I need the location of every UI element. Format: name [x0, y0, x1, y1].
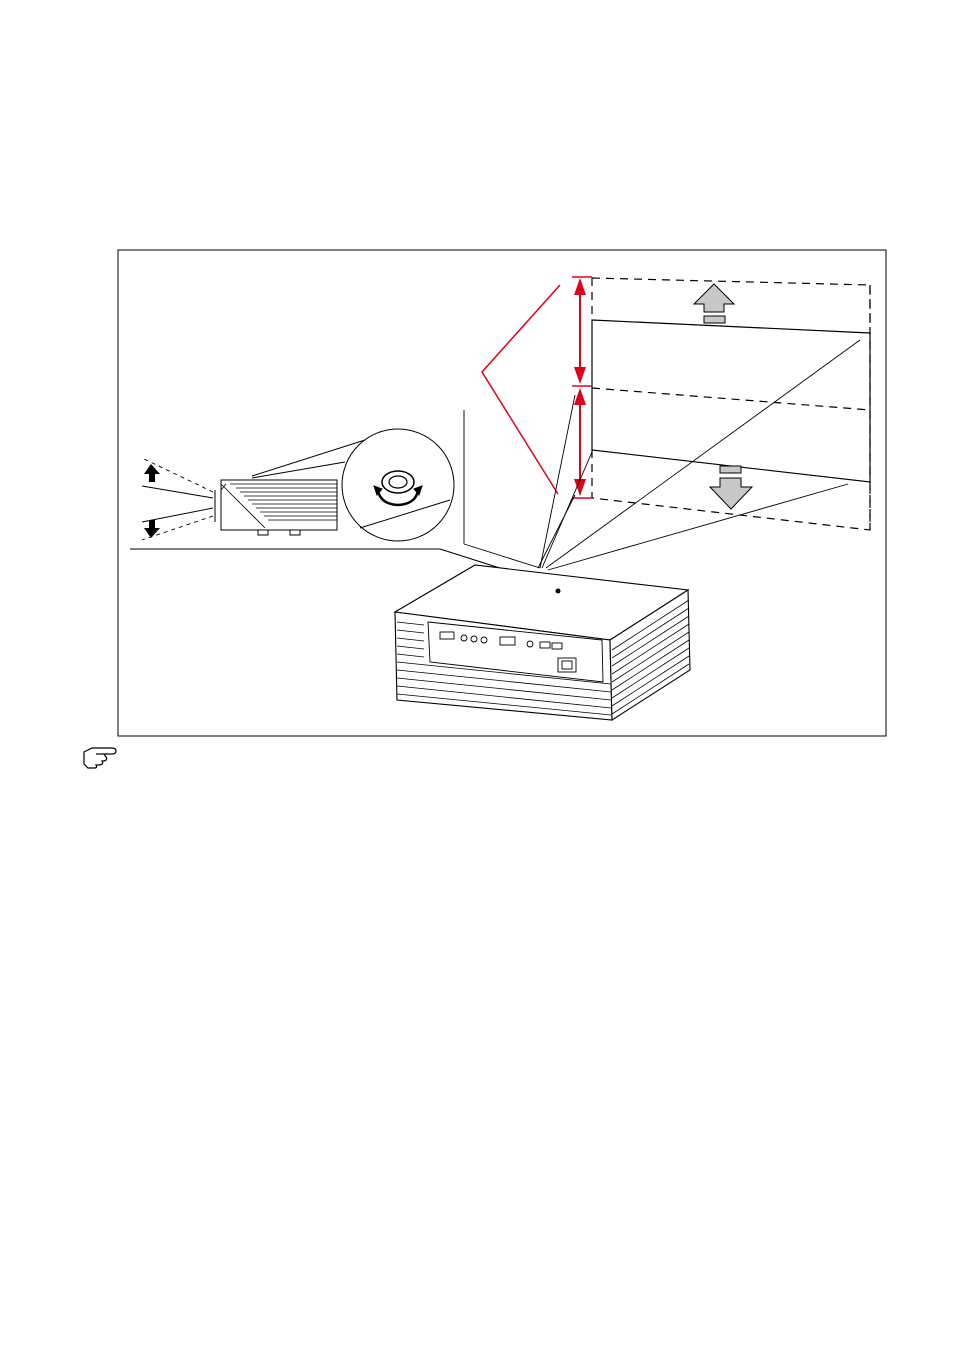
projected-image: [591, 319, 871, 483]
projection-beam: [463, 339, 861, 571]
tilt-up-arrow-icon: [144, 464, 160, 482]
figure-frame: [117, 249, 887, 737]
tilt-down-arrow-icon: [144, 520, 160, 538]
projector-body: [393, 564, 691, 721]
lens-shift-knob-icon: [373, 470, 423, 507]
projection-screen: [591, 277, 871, 531]
projector-side-view: [214, 479, 338, 536]
lower-shift-outline: [591, 450, 871, 531]
pointing-hand-icon: [83, 747, 117, 769]
shift-range-indicator: [481, 276, 592, 499]
center-dashed-line: [591, 387, 871, 411]
projector-io-panel: [427, 621, 604, 683]
projector-side-vents: [611, 599, 690, 715]
projector-right: [609, 589, 691, 721]
side-view-beam: [141, 457, 214, 541]
arrow-up-icon: [692, 283, 736, 324]
projector-front-vents: [396, 621, 612, 716]
shift-range-arrowheads: [574, 278, 586, 496]
projector-lens: [555, 588, 561, 594]
arrow-down-icon: [708, 465, 754, 510]
